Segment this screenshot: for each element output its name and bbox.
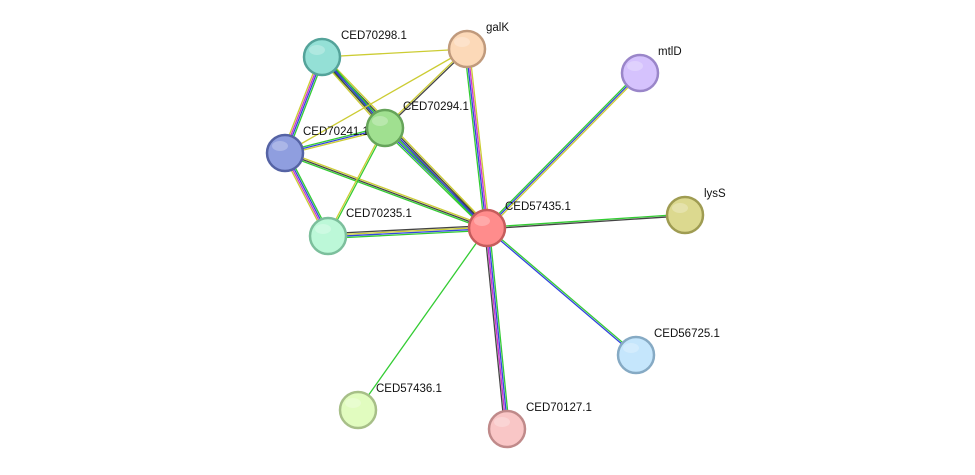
node-circle[interactable]: [616, 335, 656, 375]
node-lysS[interactable]: lysS: [665, 188, 726, 235]
edge-line: [468, 48, 491, 228]
edge-line: [326, 127, 385, 236]
edge-line: [488, 227, 511, 429]
edge-line: [285, 150, 488, 228]
node-label: CED57435.1: [505, 201, 571, 213]
node-highlight: [272, 141, 288, 151]
edge-line: [463, 49, 486, 229]
node-label: CED70241.1: [303, 126, 369, 138]
node-CED70298.1[interactable]: CED70298.1: [302, 30, 407, 77]
node-circle[interactable]: [302, 37, 342, 77]
node-galK[interactable]: galK: [447, 22, 509, 69]
node-label: CED70235.1: [346, 208, 412, 220]
edge-line: [487, 215, 686, 230]
edge-CED57435.1-CED70241.1[interactable]: [284, 150, 488, 231]
node-label: CED56725.1: [654, 328, 720, 340]
node-mtlD[interactable]: mtlD: [620, 46, 682, 93]
node-highlight: [345, 398, 361, 408]
node-label: lysS: [704, 188, 726, 200]
node-CED57436.1[interactable]: CED57436.1: [338, 383, 442, 430]
edge-line: [327, 224, 487, 235]
node-highlight: [309, 45, 325, 55]
node-circle[interactable]: [620, 53, 660, 93]
edge-CED57435.1-galK[interactable]: [463, 48, 491, 229]
edge-line: [465, 49, 487, 229]
edge-CED70241.1-galK[interactable]: [284, 48, 468, 154]
edge-CED57435.1-CED56725.1[interactable]: [486, 226, 637, 357]
node-circle[interactable]: [665, 195, 705, 235]
edge-line: [328, 229, 488, 240]
edge-line: [284, 48, 468, 154]
edge-line: [467, 48, 489, 228]
edge-line: [284, 152, 488, 229]
node-label: mtlD: [658, 46, 682, 58]
edge-CED70298.1-galK[interactable]: [321, 48, 468, 58]
edge-line: [486, 72, 641, 229]
edge-line: [486, 213, 685, 228]
edge-line: [487, 227, 509, 429]
node-label: CED57436.1: [376, 383, 442, 395]
edge-CED57435.1-lysS[interactable]: [486, 213, 686, 230]
node-highlight: [474, 216, 490, 226]
edge-line: [382, 129, 486, 231]
edge-line: [323, 54, 490, 227]
edge-line: [327, 226, 487, 236]
node-highlight: [454, 37, 470, 47]
edge-line: [486, 228, 636, 357]
node-label: galK: [486, 22, 509, 34]
node-label: CED70127.1: [526, 402, 592, 414]
edge-line: [328, 228, 488, 238]
node-highlight: [627, 61, 643, 71]
edge-CED70294.1-CED70235.1[interactable]: [326, 127, 387, 237]
node-highlight: [672, 203, 688, 213]
edge-line: [321, 48, 468, 58]
edge-line: [487, 226, 637, 355]
node-highlight: [623, 343, 639, 353]
node-layer: CED57435.1 galK mtlD lysS CED56725.1CED70127…: [265, 22, 726, 449]
node-label: CED70294.1: [403, 101, 469, 113]
node-circle[interactable]: [467, 208, 507, 248]
edge-line: [328, 128, 387, 237]
node-CED70294.1[interactable]: CED70294.1: [365, 101, 469, 148]
edge-line: [485, 228, 507, 430]
node-circle[interactable]: [447, 29, 487, 69]
node-highlight: [494, 417, 510, 427]
edge-line: [284, 153, 487, 231]
node-CED70235.1[interactable]: CED70235.1: [308, 208, 412, 256]
node-circle[interactable]: [265, 133, 305, 173]
node-CED56725.1[interactable]: CED56725.1: [616, 328, 720, 375]
node-label: CED70298.1: [341, 30, 407, 42]
edge-line: [487, 73, 642, 230]
node-CED70241.1[interactable]: CED70241.1: [265, 126, 369, 173]
edge-CED57435.1-CED57436.1[interactable]: [357, 227, 488, 411]
node-circle[interactable]: [365, 108, 405, 148]
node-highlight: [372, 116, 388, 126]
edge-CED57435.1-CED70235.1[interactable]: [327, 224, 488, 240]
edge-CED57435.1-mtlD[interactable]: [485, 71, 642, 230]
edge-line: [357, 227, 488, 411]
edge-CED57435.1-CED70127.1[interactable]: [483, 227, 511, 430]
edge-line: [483, 228, 506, 430]
node-CED70127.1[interactable]: CED70127.1: [487, 402, 592, 449]
edge-line: [485, 71, 640, 228]
node-CED57435.1[interactable]: CED57435.1: [467, 201, 571, 248]
node-circle[interactable]: [487, 409, 527, 449]
node-highlight: [315, 224, 331, 234]
node-circle[interactable]: [338, 390, 378, 430]
node-circle[interactable]: [308, 216, 348, 256]
